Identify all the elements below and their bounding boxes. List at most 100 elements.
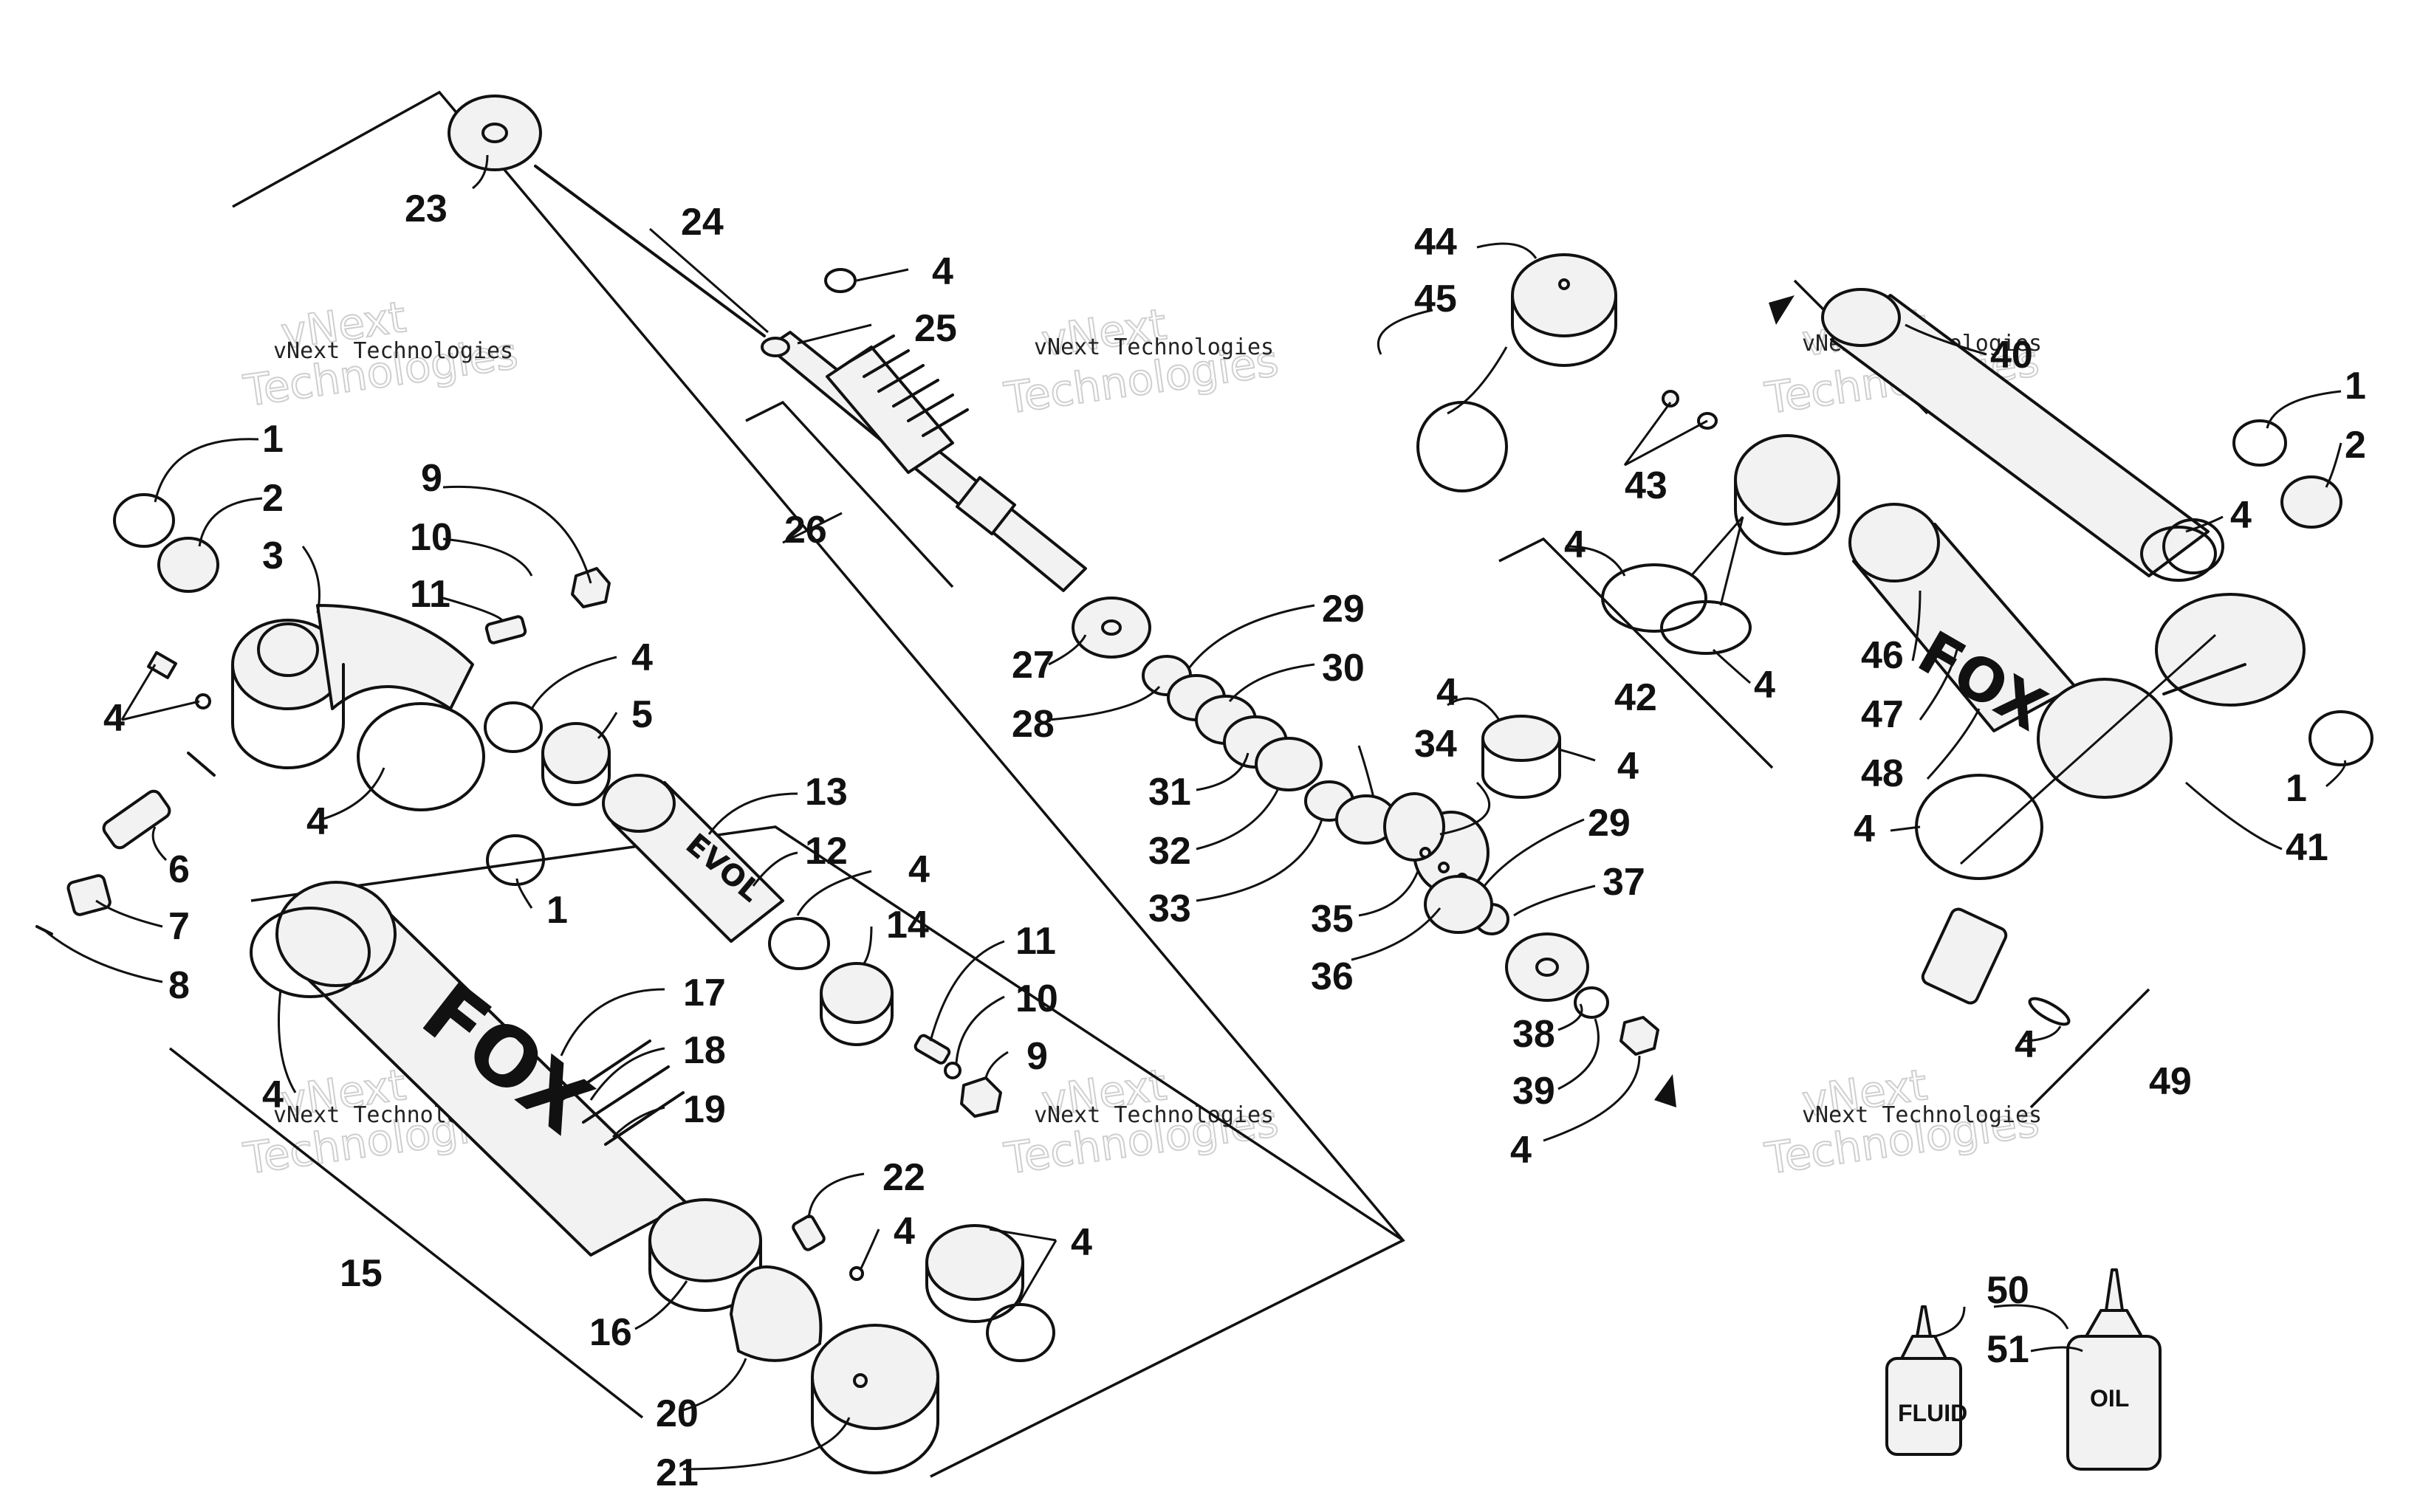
part-16-ring [648, 1198, 762, 1312]
callout-4-c22: 4 [894, 1210, 915, 1253]
part-9-nut-left [571, 567, 611, 608]
callout-4-c34b: 4 [1617, 745, 1639, 788]
callout-45: 45 [1414, 278, 1457, 320]
callout-6: 6 [168, 848, 190, 891]
part-7-knob [66, 874, 112, 916]
part-1-ring-mid-left [486, 834, 545, 886]
callout-14: 14 [886, 904, 929, 946]
part-40-reservoir [1821, 288, 2217, 582]
callout-3: 3 [262, 535, 284, 577]
part-26-shaft-assembly [761, 331, 1087, 592]
callout-4-c39: 4 [1510, 1129, 1532, 1172]
nut [1619, 1016, 1659, 1056]
callout-labels: 23 24 4 25 26 27 28 29 30 31 32 33 34 4 … [103, 188, 2366, 1494]
part-20-bumper [730, 1265, 823, 1362]
callout-23: 23 [405, 188, 448, 230]
leader-lines [44, 154, 2347, 1471]
part-4-oring-bottom [986, 1303, 1055, 1362]
callout-37: 37 [1603, 861, 1645, 904]
part-4-oring-top [824, 268, 857, 293]
callout-11-mid: 11 [1015, 920, 1056, 963]
callout-12: 12 [805, 830, 848, 873]
callout-4-top: 4 [932, 250, 953, 293]
callout-29-b: 29 [1588, 802, 1631, 845]
part-4-seal-bottom [925, 1224, 1024, 1323]
arrow-top-right [1769, 295, 1795, 325]
callout-2-left: 2 [262, 477, 284, 520]
callout-4-left-setscrew: 4 [103, 697, 125, 740]
part-23-washer [448, 94, 542, 171]
group-brackets [168, 90, 2150, 1478]
part-22-set-screw [792, 1214, 826, 1251]
callout-16: 16 [589, 1311, 632, 1354]
arrow-bottom-center [1654, 1074, 1676, 1107]
bracket-26 [745, 400, 954, 588]
callout-48: 48 [1861, 752, 1904, 795]
part-11-fitting-left [484, 615, 527, 645]
callout-40: 40 [1990, 334, 2033, 377]
callout-35: 35 [1311, 898, 1354, 941]
part-14-cap [820, 962, 894, 1046]
callout-51: 51 [1987, 1328, 2029, 1371]
callout-4-c12: 4 [908, 848, 930, 891]
part-39 [1574, 986, 1609, 1019]
fluid-label: FLUID [1898, 1400, 1967, 1426]
part-35-piston [1383, 792, 1490, 895]
callout-4-right-top: 4 [2230, 494, 2252, 537]
callout-38: 38 [1512, 1013, 1555, 1056]
part-4-oring-large-right [1915, 774, 2043, 880]
callout-26: 26 [784, 509, 827, 551]
callout-15: 15 [340, 1252, 383, 1295]
callout-27: 27 [1012, 644, 1055, 687]
callout-21: 21 [656, 1451, 699, 1494]
callout-49: 49 [2149, 1060, 2192, 1103]
part-1-ring-right-top [2232, 419, 2287, 467]
part-10-oring-mid [944, 1062, 962, 1079]
callout-28: 28 [1012, 703, 1055, 746]
callout-4-right-mid: 4 [1854, 808, 1875, 850]
watermark-small-6: vNext Technologies [1802, 1102, 2042, 1128]
callout-9-left: 9 [421, 457, 442, 500]
callout-46: 46 [1861, 634, 1904, 677]
callout-4-c42b: 4 [1754, 664, 1775, 707]
callout-36: 36 [1311, 955, 1354, 998]
bracket-42 [1498, 537, 1774, 769]
part-12-ring [768, 917, 830, 970]
callout-42: 42 [1614, 676, 1657, 719]
part-43-screw [1662, 390, 1679, 408]
callout-44: 44 [1414, 221, 1457, 264]
part-49-valve [1921, 907, 2071, 1026]
callout-32: 32 [1148, 830, 1191, 873]
callout-20: 20 [656, 1392, 699, 1435]
bottle-oil: OIL [2066, 1268, 2162, 1471]
callout-4-left-large: 4 [306, 800, 328, 843]
part-24-rod [534, 165, 766, 337]
callout-50: 50 [1987, 1269, 2029, 1312]
callout-5: 5 [631, 693, 653, 736]
part-1-ring-right-bottom [2308, 710, 2373, 766]
bracket-shaft-group [232, 90, 1405, 1478]
part-44-cap [1511, 253, 1617, 367]
part-5-bushing [541, 722, 611, 806]
callout-9-mid: 9 [1026, 1035, 1048, 1078]
part-2-bushing-right [2280, 475, 2342, 529]
oil-label: OIL [2090, 1385, 2129, 1412]
part-3-eyelet-left [231, 604, 474, 769]
watermark-small-5: vNext Technologies [1034, 1102, 1274, 1128]
callout-25: 25 [914, 307, 957, 350]
callout-4-c49: 4 [2015, 1023, 2036, 1066]
callout-1-left-top: 1 [262, 418, 284, 461]
part-2-bushing-left [157, 537, 219, 593]
callout-2-right: 2 [2345, 424, 2366, 467]
callout-31: 31 [1148, 771, 1191, 814]
callout-17: 17 [683, 972, 726, 1014]
callout-24: 24 [681, 201, 724, 244]
callout-43: 43 [1625, 464, 1667, 507]
callout-4-left-bottom: 4 [262, 1073, 284, 1116]
callout-33: 33 [1148, 887, 1191, 930]
watermark-small-1: vNext Technologies [273, 338, 513, 364]
callout-22: 22 [882, 1156, 925, 1199]
part-4-oring-right [2162, 518, 2224, 574]
part-4-oring-mid-left [484, 701, 543, 753]
